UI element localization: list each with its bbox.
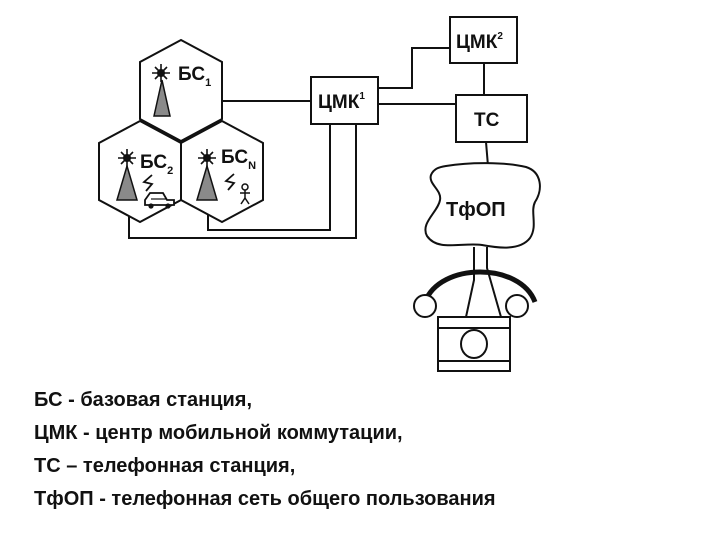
- person-icon: [240, 183, 250, 205]
- link-msc1-msc2: [378, 47, 450, 89]
- msc1-label-index: 1: [359, 91, 365, 102]
- svg-text:БСN: БСN: [221, 147, 256, 172]
- tower-icon: [195, 149, 219, 201]
- msc1-label: ЦМК: [318, 92, 360, 113]
- legend-item-ts: ТС – телефонная станция,: [34, 455, 296, 477]
- link-pstn-phone: [465, 247, 475, 318]
- msc2-label: ЦМК: [456, 32, 498, 53]
- legend-item-bs: БС - базовая станция,: [34, 389, 253, 411]
- lightning-icon: [142, 174, 154, 192]
- cellular-network-diagram: БС1 БС2 БСN: [98, 16, 541, 372]
- bs2-label: БС: [140, 152, 167, 173]
- ts-label: ТС: [474, 110, 500, 131]
- bs1-label: БС: [178, 64, 205, 85]
- pstn-cloud: [424, 162, 541, 249]
- bs2-label-index: 2: [167, 165, 173, 177]
- node-ts: ТС: [455, 94, 528, 143]
- legend: БС - базовая станция, ЦМК - центр мобиль…: [34, 384, 694, 516]
- tower-icon: [115, 149, 139, 201]
- bs1-label-index: 1: [205, 77, 211, 89]
- link-ts-pstn: [485, 141, 489, 167]
- svg-text:ЦМК2: ЦМК2: [456, 31, 503, 53]
- msc2-box: [449, 16, 518, 64]
- svg-text:БС2: БС2: [140, 152, 173, 177]
- link-pstn-phone-2: [486, 247, 502, 318]
- msc2-label-index: 2: [497, 31, 503, 42]
- lightning-icon: [224, 173, 236, 191]
- msc1-box: [310, 76, 379, 125]
- node-msc1: ЦМК1: [310, 76, 379, 125]
- legend-item-pstn: ТфОП - телефонная сеть общего пользовани…: [34, 488, 496, 510]
- svg-text:ЦМК1: ЦМК1: [318, 91, 365, 113]
- svg-text:БС1: БС1: [178, 64, 211, 89]
- link-bs2-msc1: [128, 124, 357, 239]
- bsN-label: БС: [221, 147, 248, 168]
- node-msc2: ЦМК2: [449, 16, 518, 64]
- cell-bsN: БСN: [180, 119, 264, 224]
- cell-hexagon: [139, 38, 223, 143]
- telephone-icon: [413, 269, 538, 372]
- node-pstn: ТфОП: [424, 162, 541, 249]
- cell-bs1: БС1: [139, 38, 223, 143]
- car-icon: [144, 192, 175, 209]
- ts-box: [455, 94, 528, 143]
- link-bsN-msc1: [207, 124, 331, 231]
- connection-lines: [128, 47, 502, 318]
- bsN-label-index: N: [248, 160, 256, 172]
- tower-icon: [152, 64, 171, 117]
- pstn-label: ТфОП: [446, 199, 506, 221]
- cell-bs2: БС2: [98, 119, 182, 224]
- legend-item-msc: ЦМК - центр мобильной коммутации,: [34, 422, 403, 444]
